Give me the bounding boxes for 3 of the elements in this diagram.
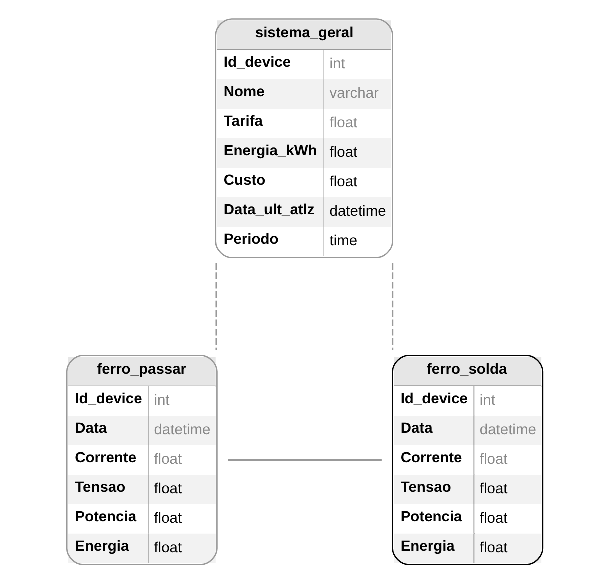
- connector: [215, 263, 217, 350]
- connector: [392, 263, 394, 350]
- connector: [228, 459, 382, 462]
